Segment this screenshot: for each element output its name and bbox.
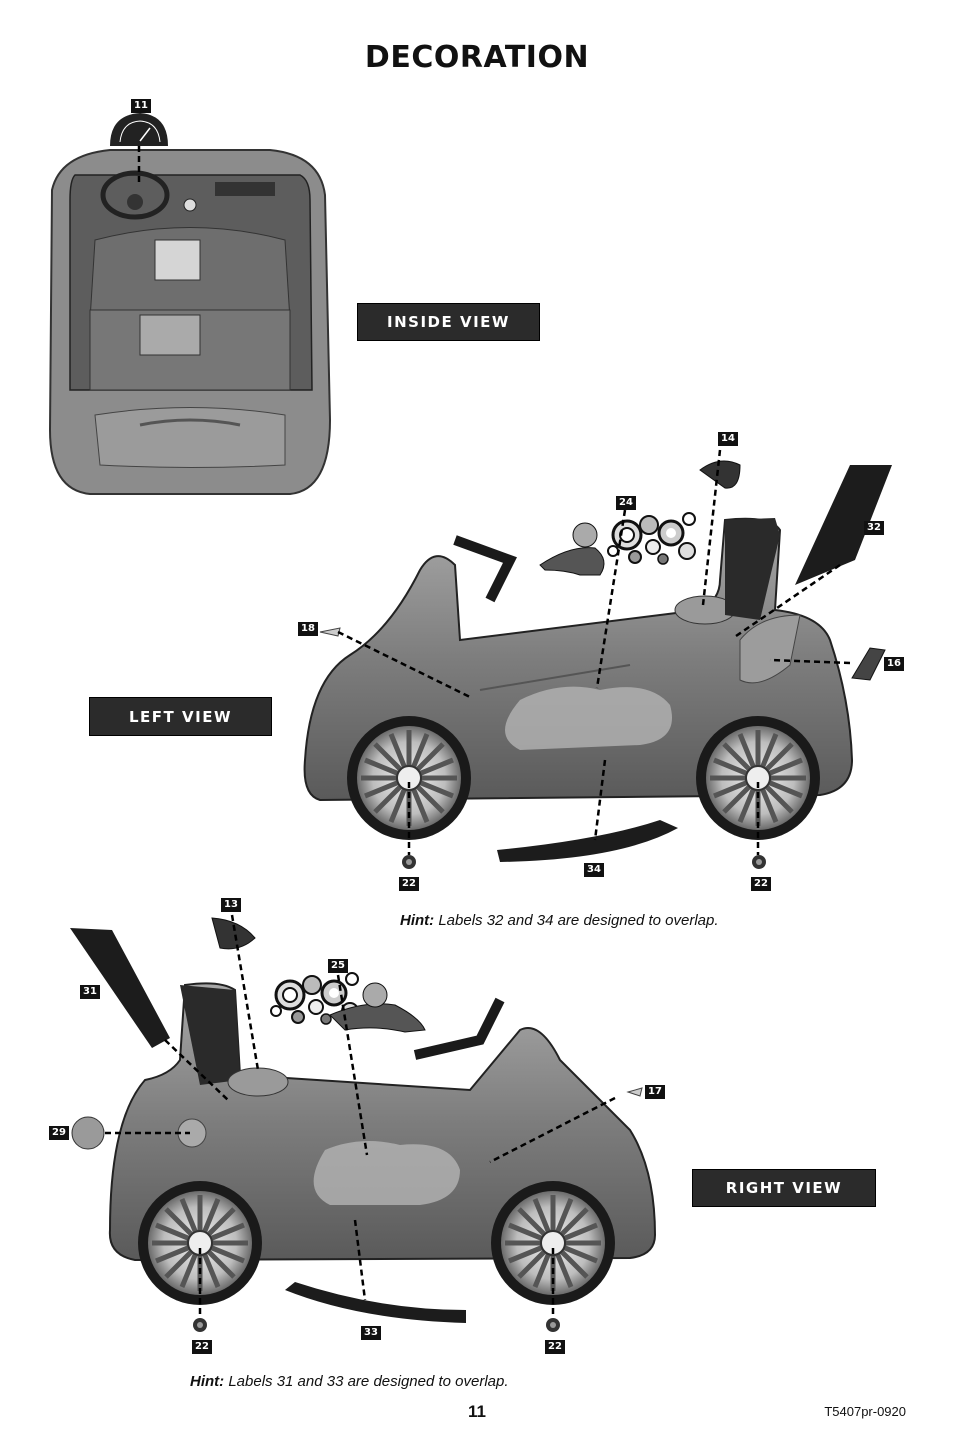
part-tag-22-left-rear: 22 [751, 877, 771, 891]
part-tag-22-right-front: 22 [545, 1340, 565, 1354]
hint-label: Hint: [190, 1373, 225, 1390]
stripe-decal-34 [497, 820, 678, 862]
part-tag-24: 24 [616, 496, 636, 510]
part-tag-25: 25 [328, 959, 348, 973]
part-tag-29: 29 [49, 1126, 69, 1140]
fuel-cap-decal-29 [71, 1116, 105, 1150]
stripe-decal-31 [70, 928, 170, 1048]
part-tag-32: 32 [864, 521, 884, 535]
page-title: DECORATION [364, 40, 590, 75]
character-decal-24 [539, 511, 697, 576]
handle-decal-17 [626, 1087, 643, 1097]
part-tag-31: 31 [80, 985, 100, 999]
character-decal-25 [269, 971, 426, 1033]
part-tag-22-right-rear: 22 [192, 1340, 212, 1354]
part-tag-11: 11 [131, 99, 151, 113]
stripe-decal-33 [285, 1282, 466, 1323]
part-tag-17: 17 [645, 1085, 665, 1099]
right-view-label: RIGHT VIEW [692, 1169, 876, 1207]
mirror-decal-14 [699, 460, 741, 489]
speedometer-decal [110, 113, 168, 146]
part-tag-16: 16 [884, 657, 904, 671]
right-view-hint: Hint: Labels 31 and 33 are designed to o… [190, 1373, 509, 1390]
hint-text: Labels 32 and 34 are designed to overlap… [434, 912, 719, 929]
handle-decal-18 [319, 627, 341, 637]
part-tag-13: 13 [221, 898, 241, 912]
part-tag-18: 18 [298, 622, 318, 636]
right-view-car [108, 982, 657, 1305]
left-view-label: LEFT VIEW [89, 697, 272, 736]
mirror-decal-13 [211, 917, 256, 950]
stripe-decal-32 [795, 465, 892, 585]
hint-text: Labels 31 and 33 are designed to overlap… [224, 1373, 509, 1390]
page-number: 11 [468, 1402, 486, 1421]
hint-label: Hint: [400, 912, 435, 929]
left-view-car [303, 517, 854, 840]
document-code: T5407pr-0920 [824, 1404, 906, 1419]
part-tag-14: 14 [718, 432, 738, 446]
inside-view-car [48, 149, 332, 495]
part-tag-34: 34 [584, 863, 604, 877]
left-view-hint: Hint: Labels 32 and 34 are designed to o… [400, 912, 719, 929]
inside-view-label: INSIDE VIEW [357, 303, 540, 341]
part-tag-33: 33 [361, 1326, 381, 1340]
vent-decal-16 [851, 647, 886, 681]
part-tag-22-left-front: 22 [399, 877, 419, 891]
